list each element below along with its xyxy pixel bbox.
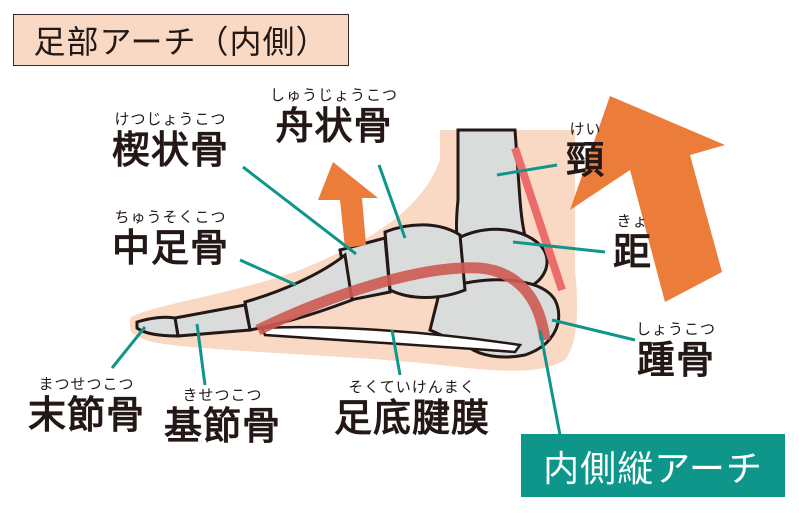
small-arrow-icon: [318, 162, 378, 248]
label-proximal-phalanx: きせつこつ 基節骨: [164, 386, 282, 448]
medial-arch-badge: 内側縦アーチ: [521, 434, 785, 497]
label-calcaneus: しょうこつ 踵骨: [636, 320, 717, 382]
label-talus-partial: きょ 距: [613, 212, 653, 274]
label-plantar-fascia: そくていけんまく 足底腱膜: [334, 378, 491, 440]
label-metatarsal: ちゅうそくこつ 中足骨: [112, 208, 230, 270]
leader-lines: [110, 163, 636, 436]
label-navicular: しゅうじょうこつ 舟状骨: [270, 86, 399, 148]
medial-arch-band: [255, 262, 551, 341]
label-cuneiform: けつじょうこつ 楔状骨: [112, 110, 230, 172]
label-distal-phalanx: まつせつこつ 末節骨: [28, 375, 146, 437]
label-tibia-partial: けい 頸: [566, 120, 606, 182]
large-arrow-icon: [570, 96, 725, 302]
plantar-fascia: [260, 325, 523, 354]
diagram-title-box: 足部アーチ（内側）: [13, 14, 349, 66]
medial-arch-label: 内側縦アーチ: [543, 448, 763, 490]
navicular-bone: [383, 223, 467, 299]
diagram-title: 足部アーチ（内側）: [33, 23, 329, 61]
